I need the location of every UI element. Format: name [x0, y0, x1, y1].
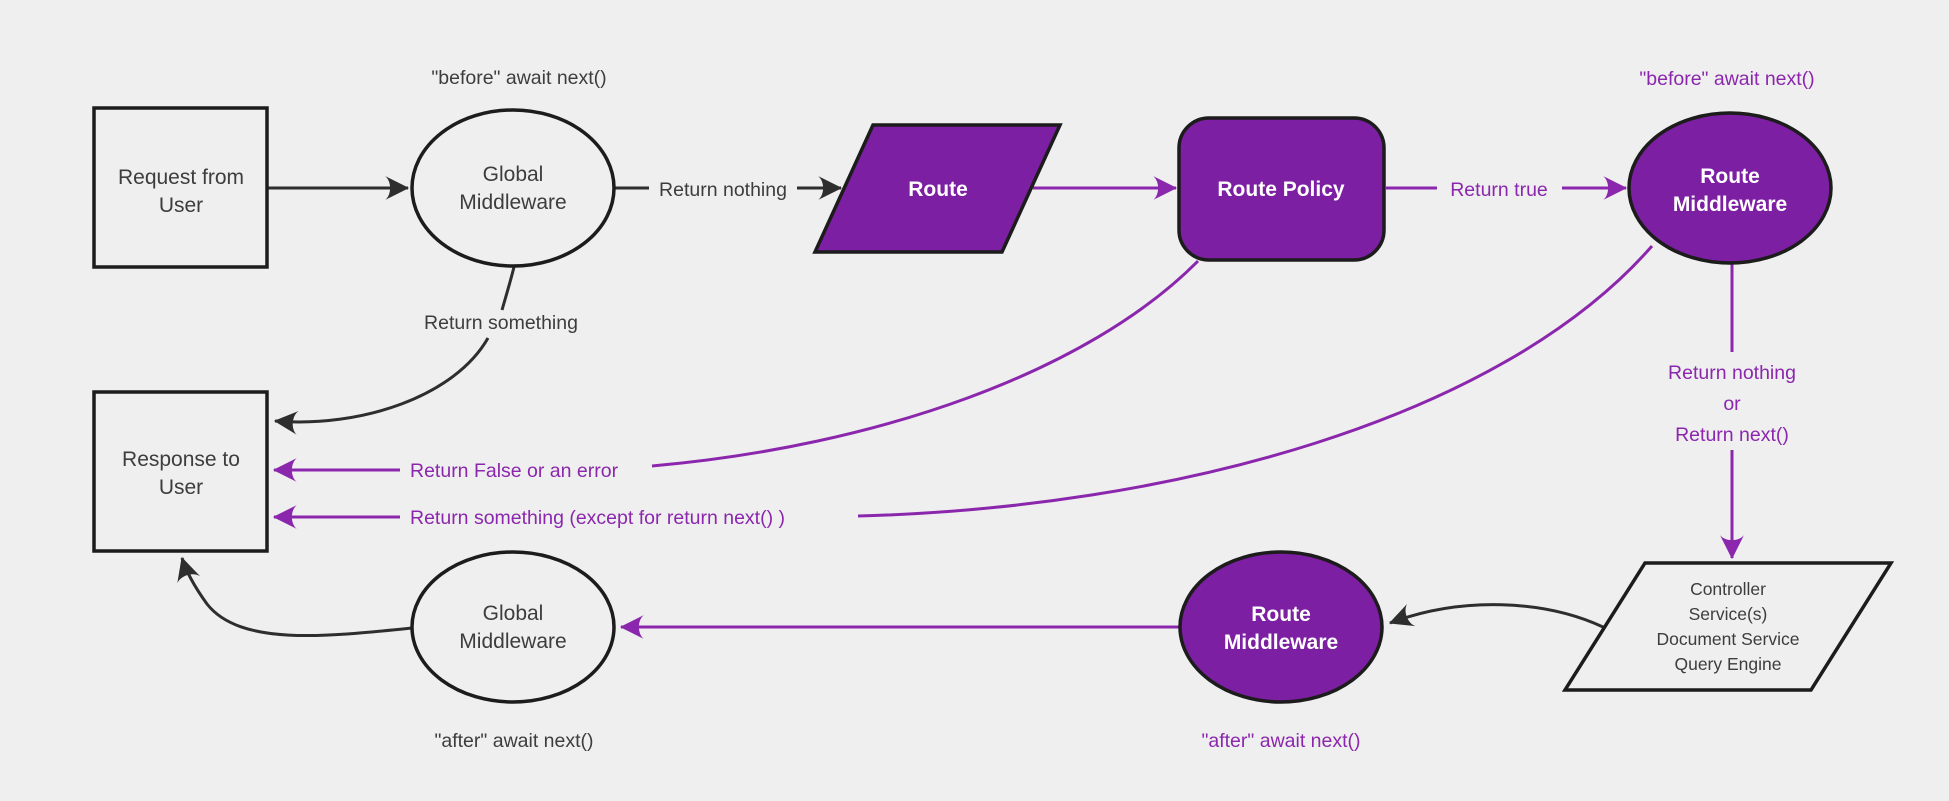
- route-policy-box: [1177, 116, 1386, 262]
- return-nothing-or-label-line1: Return nothing: [1668, 362, 1796, 384]
- route-middleware-top-label-line1: Route: [1700, 165, 1760, 188]
- route-label: Route: [908, 178, 968, 201]
- response-to-user-label-line1: Response to: [122, 448, 240, 471]
- return-something-label: Return something: [424, 312, 578, 334]
- edge-return-something-except-curve-segment: [857, 245, 1654, 518]
- route-middleware-top-ellipse: [1627, 111, 1833, 265]
- return-false-or-error-label: Return False or an error: [410, 460, 619, 482]
- route-parallelogram: [812, 123, 1063, 254]
- services-label-line2: Service(s): [1689, 604, 1768, 624]
- edge-labels: "before" await next() Return nothing Ret…: [410, 67, 1815, 752]
- request-from-user-label-line1: Request from: [118, 166, 244, 189]
- services-label-line4: Query Engine: [1674, 654, 1781, 674]
- services-label-line1: Controller: [1690, 579, 1766, 599]
- route-middleware-bottom-ellipse: [1178, 550, 1384, 704]
- global-middleware-top-label-line1: Global: [483, 163, 544, 186]
- global-middleware-bottom-label-line1: Global: [483, 602, 544, 625]
- global-middleware-top-ellipse: [410, 108, 616, 268]
- response-to-user-box: [92, 390, 269, 553]
- return-nothing-or-label-line2: or: [1723, 393, 1741, 415]
- before-await-next-right-label: "before" await next(): [1639, 68, 1814, 90]
- global-middleware-bottom-label-line2: Middleware: [459, 630, 566, 653]
- before-await-next-left-label: "before" await next(): [431, 67, 606, 89]
- edge-global-middleware-bottom-to-response: [177, 556, 413, 638]
- edge-return-false-curve-segment: [651, 259, 1200, 468]
- route-middleware-top-label-line2: Middleware: [1673, 193, 1787, 216]
- return-something-except-label: Return something (except for return next…: [410, 507, 785, 529]
- request-from-user-box: [92, 106, 269, 269]
- return-true-label: Return true: [1450, 179, 1548, 201]
- edge-return-something-arrow-segment: [273, 337, 490, 435]
- return-nothing-or-label-line3: Return next(): [1675, 424, 1789, 446]
- edge-return-something-upper-segment: [500, 266, 516, 311]
- services-label-line3: Document Service: [1657, 629, 1800, 649]
- response-to-user-label-line2: User: [159, 476, 203, 499]
- after-await-next-left-label: "after" await next(): [434, 730, 593, 752]
- global-middleware-top-label-line2: Middleware: [459, 191, 566, 214]
- route-middleware-bottom-label-line1: Route: [1251, 603, 1311, 626]
- edges: [177, 176, 1744, 639]
- route-middleware-bottom-label-line2: Middleware: [1224, 631, 1338, 654]
- nodes: Request from User Global Middleware Rout…: [92, 106, 1895, 704]
- route-policy-label: Route Policy: [1217, 178, 1345, 201]
- request-from-user-label-line2: User: [159, 194, 203, 217]
- services-parallelogram: [1561, 561, 1895, 692]
- after-await-next-right-label: "after" await next(): [1201, 730, 1360, 752]
- global-middleware-bottom-ellipse: [410, 550, 616, 704]
- return-nothing-label: Return nothing: [659, 179, 787, 201]
- edge-services-to-route-middleware-bottom: [1388, 603, 1604, 629]
